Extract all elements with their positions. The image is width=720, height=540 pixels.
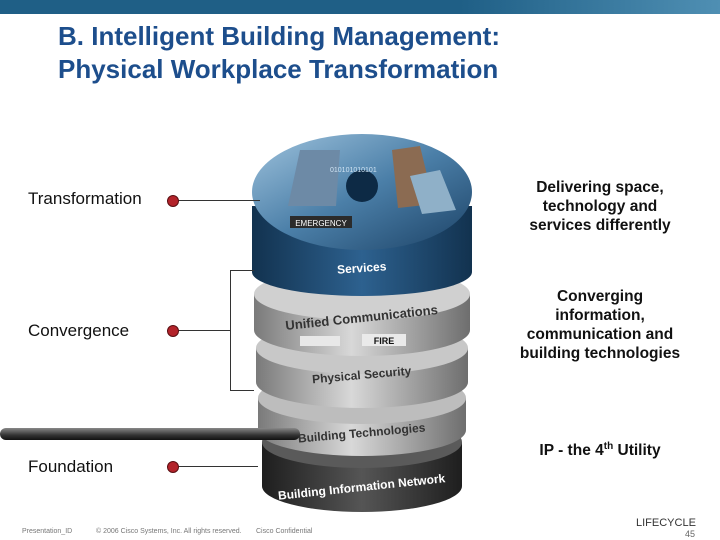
connector-transformation: [176, 200, 260, 201]
connector-foundation: [176, 466, 258, 467]
desc-convergence-line-2: information,: [498, 306, 702, 325]
desc-convergence-line-4: building technologies: [498, 344, 702, 363]
top-collage-disc: 010101010101 EMERGENCY: [252, 134, 472, 250]
footer-presentation-id: Presentation_ID: [22, 528, 72, 535]
label-foundation: Foundation: [28, 457, 113, 477]
fire-label: FIRE: [374, 336, 395, 346]
footer-page-number: 45: [685, 529, 695, 539]
data-sphere: [346, 170, 378, 202]
bracket-vertical: [230, 270, 231, 390]
marker-dot-foundation: [167, 461, 179, 473]
desc-transformation-line-1: Delivering space,: [498, 178, 702, 197]
desc-foundation-prefix: IP - the 4: [539, 442, 603, 459]
footer-copyright: © 2006 Cisco Systems, Inc. All rights re…: [96, 528, 242, 535]
desc-foundation: IP - the 4th Utility: [498, 437, 702, 460]
desc-transformation-line-3: services differently: [498, 216, 702, 235]
footer-lifecycle: LIFECYCLE: [636, 517, 696, 529]
desc-transformation: Delivering space, technology and service…: [498, 178, 702, 235]
marker-dot-transformation: [167, 195, 179, 207]
device-panel: [300, 336, 340, 346]
emergency-label: EMERGENCY: [295, 219, 347, 228]
connector-convergence: [176, 330, 230, 331]
label-convergence: Convergence: [28, 321, 129, 341]
bracket-top: [230, 270, 254, 271]
desc-transformation-line-2: technology and: [498, 197, 702, 216]
desc-convergence-line-1: Converging: [498, 287, 702, 306]
bracket-bottom: [230, 390, 254, 391]
desc-foundation-sup: th: [604, 441, 613, 452]
marker-dot-convergence: [167, 325, 179, 337]
desc-convergence-line-3: communication and: [498, 325, 702, 344]
network-cable: [0, 428, 300, 440]
desc-convergence: Converging information, communication an…: [498, 287, 702, 363]
label-transformation: Transformation: [28, 189, 142, 209]
footer-confidential: Cisco Confidential: [256, 528, 312, 535]
desc-foundation-suffix: Utility: [613, 442, 660, 459]
binary-text: 010101010101: [330, 167, 377, 174]
